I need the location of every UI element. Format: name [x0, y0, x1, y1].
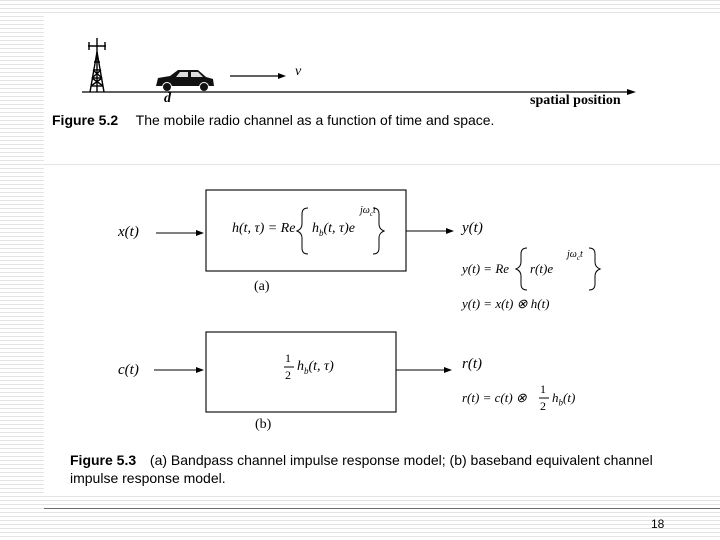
brace-right-h	[372, 207, 386, 255]
rb-term: hb(t)	[552, 390, 575, 408]
rb-equation: r(t) = c(t) ⊗	[462, 390, 527, 405]
input-label-b: c(t)	[118, 362, 139, 378]
axis-label: spatial position	[530, 93, 621, 108]
h-exp: jω	[360, 205, 370, 216]
h-exp-sub: c	[369, 210, 373, 218]
caption-number: Figure 5.2	[52, 112, 119, 128]
rb-denominator: 2	[540, 399, 546, 413]
output-arrow-a	[406, 228, 454, 234]
brace-left-h	[295, 207, 309, 255]
velocity-arrow	[230, 73, 286, 79]
ya-exponent: jωct	[567, 249, 583, 262]
footer-divider	[44, 508, 720, 509]
distance-label: d	[164, 91, 171, 106]
ya-exp-sub: c	[576, 254, 580, 262]
h-prefix: h(t, τ) = Re	[232, 221, 296, 236]
convolution-equation-a: y(t) = x(t) ⊗ h(t)	[462, 296, 550, 311]
label-a: (a)	[254, 279, 270, 294]
bandpass-channel-block	[205, 189, 407, 272]
caption-text: The mobile radio channel as a function o…	[135, 112, 495, 128]
rb-body: h	[552, 390, 559, 405]
output-arrow-b	[396, 367, 452, 373]
h-args: (t, τ)e	[323, 221, 355, 236]
h-exponent: jωct	[360, 205, 376, 218]
spatial-position-axis	[82, 89, 636, 95]
figure-5-3-caption-line2: impulse response model.	[70, 470, 226, 486]
h-body: h	[312, 221, 319, 236]
ya-exp: jω	[567, 249, 577, 260]
baseband-channel-block	[205, 331, 397, 413]
hb-args: (t, τ)	[308, 359, 334, 374]
half-denominator: 2	[285, 368, 291, 382]
figure-5-3-caption-line1: Figure 5.3 (a) Bandpass channel impulse …	[70, 452, 653, 468]
ya-body: r(t)e	[530, 261, 554, 276]
input-label-a: x(t)	[118, 224, 139, 240]
input-arrow-a	[156, 230, 204, 236]
h-inner: hb(t, τ)e	[312, 221, 355, 238]
hb-sub: b	[304, 365, 309, 376]
ya-equation: y(t) = Re	[462, 261, 509, 277]
ya-inner: r(t)e	[530, 261, 553, 277]
figure-5-2-caption: Figure 5.2 The mobile radio channel as a…	[52, 112, 494, 128]
car-icon	[156, 70, 214, 92]
caption-line1-text: (a) Bandpass channel impulse response mo…	[149, 452, 653, 468]
brace-left-y	[514, 247, 528, 291]
output-label-b: r(t)	[462, 356, 482, 372]
rb-numerator: 1	[540, 382, 546, 396]
input-arrow-b	[154, 367, 204, 373]
rb-sub: b	[558, 397, 564, 408]
velocity-label: v	[295, 64, 302, 79]
hb-body: h	[297, 359, 304, 374]
impulse-response-equation: h(t, τ) = Re	[232, 221, 295, 237]
ya-exp-t: t	[579, 249, 583, 260]
rb-args: (t)	[563, 390, 576, 405]
ya-prefix: y(t) = Re	[462, 261, 510, 276]
page-number: 18	[651, 517, 665, 531]
figure-5-2-panel	[44, 14, 720, 162]
hb-term: hb(t, τ)	[297, 359, 334, 376]
caption-number-5-3: Figure 5.3	[70, 452, 137, 468]
radio-tower-icon	[88, 38, 106, 93]
half-numerator: 1	[285, 351, 291, 365]
h-exp-t: t	[372, 205, 376, 216]
brace-right-y	[588, 247, 602, 291]
label-b: (b)	[255, 417, 272, 432]
h-sub: b	[319, 227, 324, 238]
output-label-a: y(t)	[462, 220, 483, 236]
